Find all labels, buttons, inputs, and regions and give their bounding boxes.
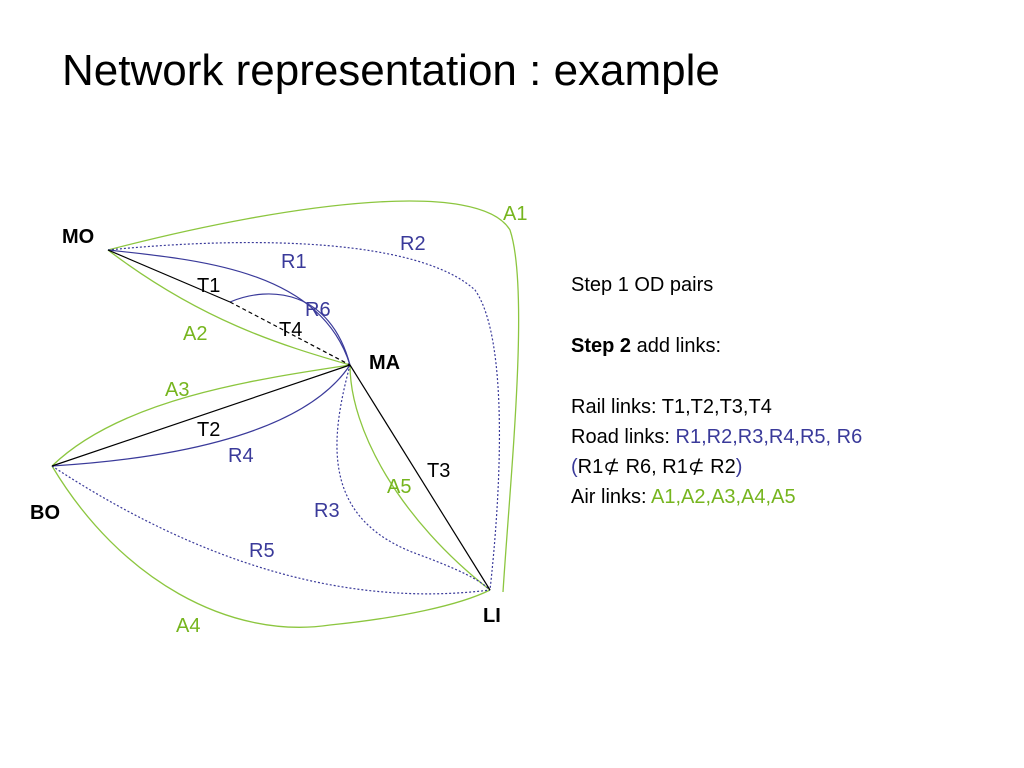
label-r2: R2	[400, 233, 426, 255]
subset-a2: R6, R1	[620, 456, 688, 478]
label-a1: A1	[503, 203, 527, 225]
link-r2	[107, 241, 500, 591]
step2-line: Step 2 add links:	[571, 331, 862, 361]
label-r1: R1	[281, 251, 307, 273]
rail-values: T1,T2,T3,T4	[661, 396, 772, 418]
link-t2	[51, 364, 351, 467]
link-a2	[107, 249, 351, 366]
label-a4: A4	[176, 615, 200, 637]
label-a3: A3	[165, 379, 189, 401]
road-values: R1,R2,R3,R4,R5, R6	[675, 426, 863, 448]
label-t1: T1	[197, 275, 220, 297]
label-a2: A2	[183, 323, 207, 345]
link-a1	[107, 200, 520, 593]
subset-b2: R2	[704, 456, 736, 478]
link-t4	[229, 301, 351, 366]
step2-heading: Step 2	[571, 335, 632, 357]
air-prefix: Air links:	[571, 486, 652, 508]
subset-line: (R1⊄ R6, R1⊄ R2)	[571, 452, 862, 482]
link-r6	[229, 293, 351, 366]
node-li-label: LI	[483, 605, 501, 627]
air-links-line: Air links: A1,A2,A3,A4,A5	[571, 482, 862, 512]
label-t4: T4	[279, 319, 302, 341]
subset-a1: R1	[577, 456, 604, 478]
rail-prefix: Rail links:	[571, 396, 662, 418]
subset-close: )	[735, 456, 743, 478]
label-r3: R3	[314, 500, 340, 522]
label-r4: R4	[228, 445, 254, 467]
label-r5: R5	[249, 540, 275, 562]
steps-panel: Step 1 OD pairs Step 2 add links: Rail l…	[571, 270, 862, 512]
step2-text: add links:	[631, 335, 722, 357]
step1-line: Step 1 OD pairs	[571, 274, 714, 296]
label-t3: T3	[427, 460, 450, 482]
link-a5	[349, 364, 491, 591]
subset-open: (	[571, 456, 578, 478]
road-links-line: Road links: R1,R2,R3,R4,R5, R6	[571, 422, 862, 452]
label-t2: T2	[197, 419, 220, 441]
link-t3	[349, 364, 491, 591]
link-r4	[51, 364, 351, 467]
node-ma-label: MA	[369, 352, 400, 374]
road-prefix: Road links:	[571, 426, 676, 448]
subset-symbol-2: ⊄	[687, 456, 705, 478]
link-r1	[107, 249, 351, 366]
label-a5: A5	[387, 476, 411, 498]
node-mo-label: MO	[62, 226, 94, 248]
link-r3	[336, 364, 491, 591]
node-bo-label: BO	[30, 502, 60, 524]
rail-links-line: Rail links: T1,T2,T3,T4	[571, 392, 862, 422]
slide-title: Network representation : example	[62, 46, 720, 95]
air-values: A1,A2,A3,A4,A5	[651, 486, 796, 508]
subset-symbol-1: ⊄	[603, 456, 621, 478]
link-t1	[107, 249, 231, 303]
link-a4	[51, 465, 491, 628]
label-r6: R6	[305, 299, 331, 321]
link-a3	[51, 364, 351, 467]
